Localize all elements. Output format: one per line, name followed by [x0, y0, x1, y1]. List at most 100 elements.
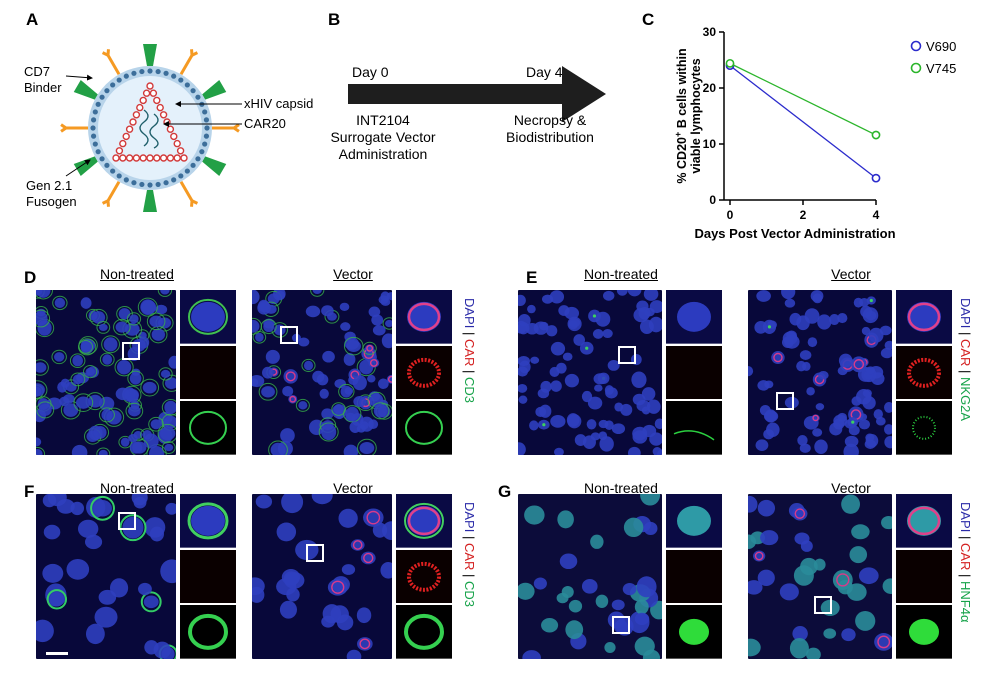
day0-label: Day 0	[352, 64, 389, 80]
panel-f-non-treated-inset-merge	[180, 494, 236, 548]
panel-e-non-treated-inset-red	[666, 345, 722, 400]
panel-e-non-treated-field	[518, 290, 662, 455]
xhiv-capsid-label: xHIV capsid	[244, 96, 314, 111]
stain-label: NKG2A	[958, 377, 973, 422]
panel-d-non-treated-field	[36, 290, 176, 455]
panel-e-zoom-box	[776, 392, 794, 410]
binder-spike	[179, 54, 194, 76]
data-point-V745	[725, 58, 735, 68]
binder-spike	[106, 54, 121, 76]
panel-g-non-treated-inset-merge	[666, 494, 722, 548]
y-tick-label: 20	[703, 81, 717, 95]
panel-d-letter: D	[24, 268, 37, 287]
panel-g-non-treated-title: Non-treated	[584, 480, 658, 496]
panel-d-zoom-box	[122, 342, 140, 360]
panel-g-letter: G	[498, 482, 512, 501]
x-tick-label: 2	[800, 208, 807, 222]
car20-label: CAR20	[244, 116, 286, 131]
panel-e-vector-field	[748, 290, 892, 455]
panel-f-vector-field	[252, 494, 392, 659]
panel-a-letter: A	[26, 10, 39, 29]
panel-f-letter: F	[24, 482, 35, 501]
x-tick-label: 0	[727, 208, 734, 222]
binder-spike	[106, 180, 121, 202]
necropsy-text: Necropsy & Biodistribution	[506, 112, 594, 145]
panel-d-non-treated-inset-green	[180, 401, 236, 455]
panel-b-letter: B	[328, 10, 341, 29]
panel-e-vector-inset-red	[896, 345, 952, 400]
cd7-pointer	[65, 74, 93, 81]
panel-e-non-treated-inset-green	[666, 401, 722, 455]
panel-d-non-treated-inset-merge	[180, 290, 236, 344]
stain-label: CAR	[462, 542, 477, 571]
panel-f-non-treated-inset-green	[180, 605, 236, 659]
x-tick-label: 4	[873, 208, 880, 222]
stain-label: DAPI	[462, 298, 477, 329]
stain-label: HNF4α	[958, 581, 973, 623]
scale-bar	[46, 652, 68, 655]
legend-label-V745: V745	[926, 61, 956, 76]
fusogen-spike	[202, 79, 227, 100]
panel-g-zoom-box	[814, 596, 832, 614]
panel-d-vector-inset-red	[396, 345, 452, 400]
y-tick-label: 10	[703, 137, 717, 151]
y-axis-label-2: viable lymphocytes	[689, 58, 703, 173]
panel-g-non-treated-field	[518, 494, 662, 659]
panel-g-vector-title: Vector	[831, 480, 871, 496]
panel-e-vector-inset-merge	[896, 290, 952, 344]
panel-d-stain-legend: DAPI | CAR | CD3	[462, 298, 477, 404]
panel-f-non-treated-field	[36, 494, 176, 659]
panel-f-vector-inset-green	[396, 605, 452, 659]
stain-label: DAPI	[958, 502, 973, 533]
y-axis-label-1: % CD20+ B cells within	[673, 48, 689, 183]
panel-g-vector-inset-red	[896, 549, 952, 604]
stain-label: CAR	[462, 338, 477, 367]
panel-g-non-treated-inset-green	[666, 605, 722, 659]
data-point-V745	[871, 130, 881, 140]
y-tick-label: 30	[703, 25, 717, 39]
panel-e-letter: E	[526, 268, 538, 287]
administration-text: INT2104 Surrogate Vector Administration	[330, 112, 436, 162]
fusogen-spike	[143, 44, 157, 66]
timeline-arrow	[348, 66, 606, 122]
panel-e-stain-legend: DAPI | CAR | NKG2A	[958, 298, 973, 422]
panel-a-pointer-lines	[65, 74, 242, 177]
panel-g-vector-inset-green	[896, 605, 952, 659]
panel-e-non-treated-title: Non-treated	[584, 266, 658, 282]
panel-d-non-treated-title: Non-treated	[100, 266, 174, 282]
fusogen-pointer	[65, 159, 91, 177]
series-line-V690	[729, 65, 877, 179]
stain-label: CD3	[462, 377, 477, 404]
panel-d-vector-title: Vector	[333, 266, 373, 282]
panel-c-letter: C	[642, 10, 655, 29]
data-point-V690	[871, 173, 881, 183]
series-line-V745	[729, 62, 877, 136]
legend-label-V690: V690	[926, 39, 956, 54]
panel-f-non-treated-inset-red	[180, 549, 236, 604]
panel-f-vector-title: Vector	[333, 480, 373, 496]
stain-label: CAR	[958, 542, 973, 571]
panel-f-vector-inset-merge	[396, 494, 452, 548]
panel-d-vector-inset-green	[396, 401, 452, 455]
panel-f-zoom-box	[118, 512, 136, 530]
fusogen-spike	[73, 156, 98, 177]
panel-e-vector-title: Vector	[831, 266, 871, 282]
legend-marker-V690	[910, 40, 922, 52]
binder-spike	[179, 180, 194, 202]
panel-g-non-treated-inset-red	[666, 549, 722, 604]
stain-label: CD3	[462, 581, 477, 608]
panel-e-non-treated-inset-merge	[666, 290, 722, 344]
panel-d-zoom-box	[280, 326, 298, 344]
fusogen-label: Gen 2.1 Fusogen	[26, 178, 77, 209]
fusogen-spike	[202, 156, 227, 177]
panel-g-vector-inset-merge	[896, 494, 952, 548]
panel-f-non-treated-title: Non-treated	[100, 480, 174, 496]
panel-g-stain-legend: DAPI | CAR | HNF4α	[958, 502, 973, 623]
panel-e-zoom-box	[618, 346, 636, 364]
panel-e-vector-inset-green	[896, 401, 952, 455]
panel-f-vector-inset-red	[396, 549, 452, 604]
legend-marker-V745	[910, 62, 922, 74]
x-axis-label: Days Post Vector Administration	[694, 226, 895, 241]
stain-label: DAPI	[462, 502, 477, 533]
